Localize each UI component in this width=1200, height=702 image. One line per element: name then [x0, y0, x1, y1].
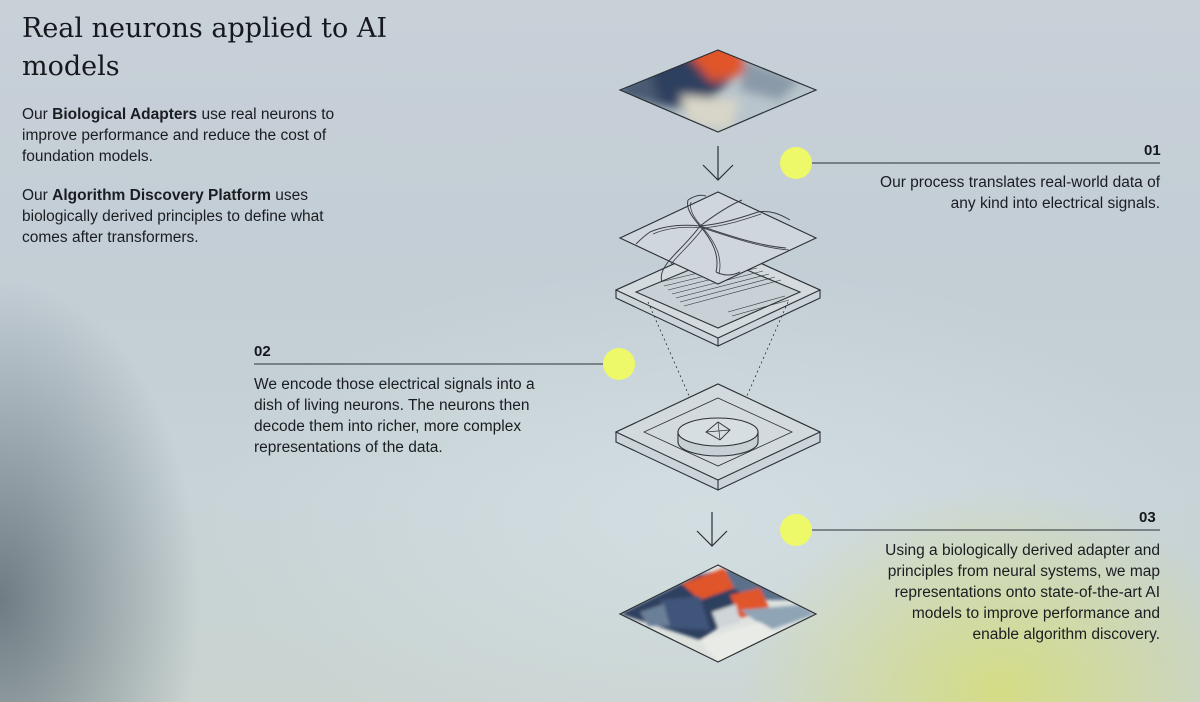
arrow-down-icon [696, 512, 728, 547]
input-data-image [618, 49, 818, 133]
page-title: Real neurons applied to AI models [22, 13, 388, 82]
step-02-dot [603, 348, 635, 380]
intro-text: Our [22, 106, 53, 123]
step-03-number: 03 [1139, 509, 1156, 526]
step-02-number: 02 [254, 343, 271, 360]
arrow-down-icon [702, 146, 734, 181]
intro-biological-adapters: Our Biological Adapters use real neurons… [22, 104, 372, 167]
intro-text: use real neurons to improve performance … [22, 106, 335, 165]
intro-algorithm-discovery: Our Algorithm Discovery Platform uses bi… [22, 185, 372, 248]
step-03-dot [780, 514, 812, 546]
intro-text: Our [22, 187, 53, 204]
step-03-text: Using a biologically derived adapter and… [885, 542, 1160, 643]
biological-adapters-label: Biological Adapters [52, 106, 198, 123]
intro-text: uses biologically derived principles to … [22, 187, 324, 246]
output-representation-image [618, 564, 818, 663]
step-01-text: Our process translates real-world data o… [880, 174, 1160, 212]
neuron-chip-stack [614, 191, 822, 347]
step-01-dot [780, 147, 812, 179]
algorithm-discovery-label: Algorithm Discovery Platform [52, 187, 271, 204]
step-02-text: We encode those electrical signals into … [254, 376, 535, 456]
step-01-number: 01 [1144, 142, 1161, 159]
neuron-dish-platform [614, 383, 822, 491]
